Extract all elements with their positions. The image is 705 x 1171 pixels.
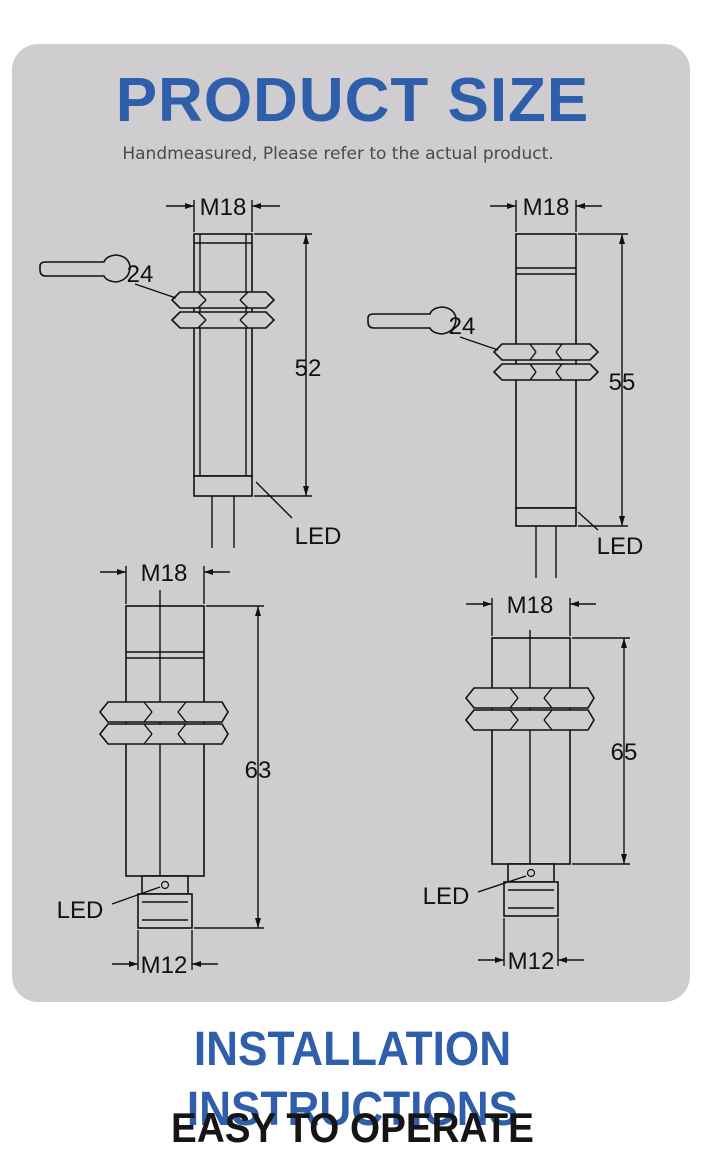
dimension-drawing: M18 24 52 LED M18 24 55 LED M18 63 LED M… (39, 194, 644, 979)
sensor-2-length-label: 55 (609, 369, 636, 396)
sensor-2-thread-label: M18 (523, 194, 570, 221)
sensor-4-thread-label: M18 (507, 592, 554, 619)
installation-title: INSTALLATION INSTRUCTIONS (186, 1023, 519, 1136)
sensor-4-led-label: LED (423, 883, 470, 910)
sensor-1-wrench-label: 24 (127, 261, 154, 288)
sensor-4-connector-label: M12 (508, 948, 555, 975)
sensor-4-drawing (464, 598, 630, 966)
sensor-2-led-label: LED (597, 533, 644, 560)
sensor-1-led-label: LED (295, 523, 342, 550)
sensor-1-thread-label: M18 (200, 194, 247, 221)
page-subtitle: Handmeasured, Please refer to the actual… (122, 144, 554, 164)
installation-subtitle: EASY TO OPERATE (171, 1104, 534, 1151)
sensor-1-length-label: 52 (295, 355, 322, 382)
diagram-panel (12, 44, 690, 1002)
sensor-3-length-label: 63 (245, 757, 272, 784)
sensor-2-drawing (367, 200, 628, 578)
page-title: PRODUCT SIZE (115, 66, 590, 135)
sensor-3-drawing (98, 566, 264, 970)
sensor-3-thread-label: M18 (141, 560, 188, 587)
sensor-4-length-label: 65 (611, 739, 638, 766)
sensor-3-led-label: LED (57, 897, 104, 924)
sensor-3-connector-label: M12 (141, 952, 188, 979)
sensor-1-drawing (39, 200, 312, 548)
sensor-2-wrench-label: 24 (449, 313, 476, 340)
